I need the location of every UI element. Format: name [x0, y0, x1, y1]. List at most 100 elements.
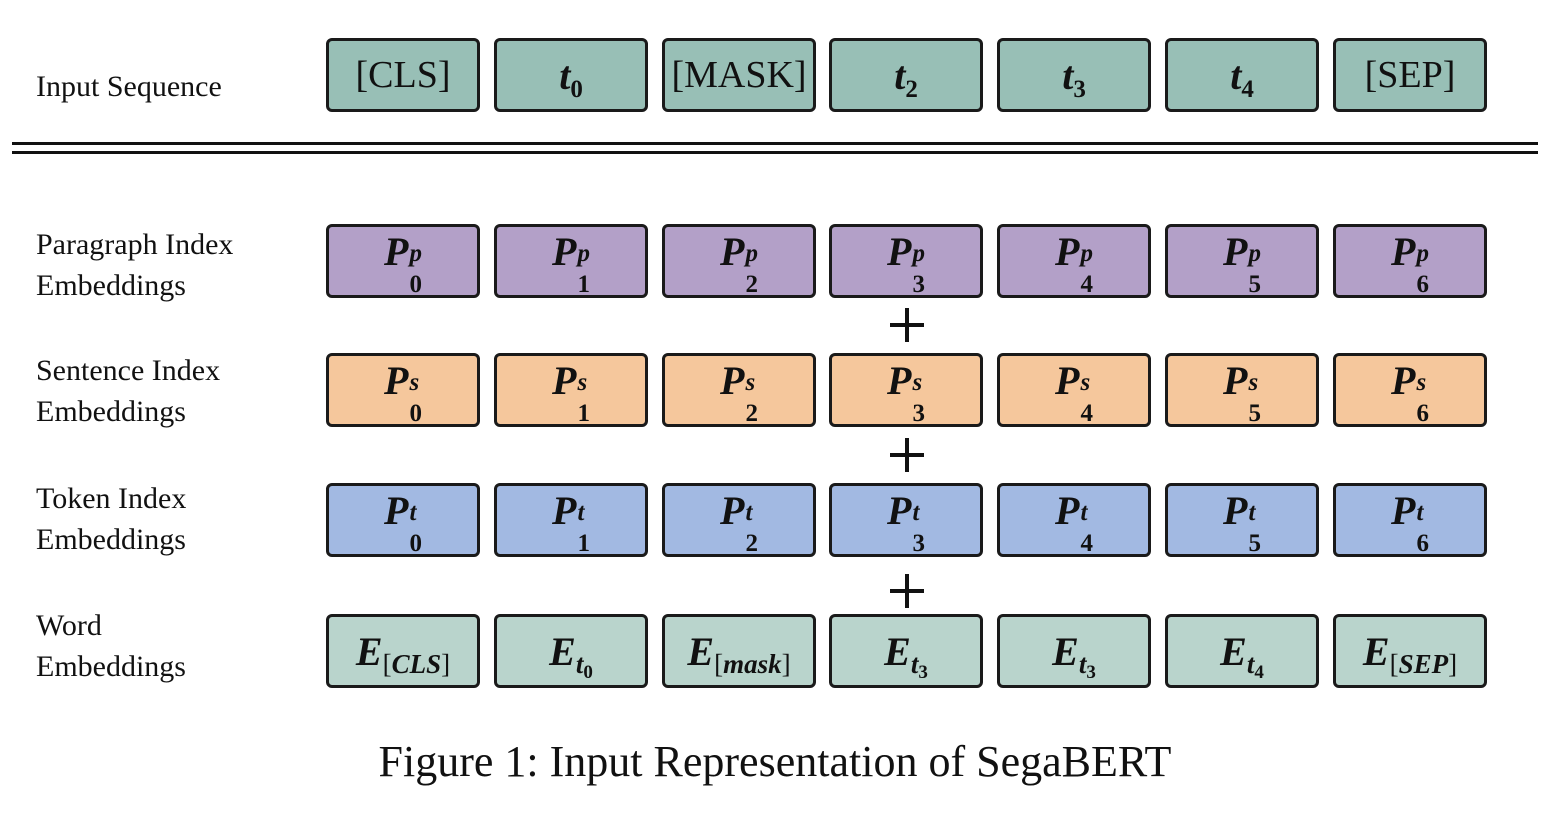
- paragraph-label-line2: Embeddings: [36, 269, 186, 302]
- input-sequence-label: Input Sequence: [36, 66, 222, 107]
- symbol-subscript: 2: [745, 399, 758, 427]
- embedding-subscript: t3: [911, 649, 928, 683]
- embedding-base: E: [687, 628, 715, 674]
- token-base: t: [1062, 52, 1074, 98]
- word-label-line2: Embeddings: [36, 650, 186, 683]
- separator-bottom-line: [12, 151, 1538, 154]
- token-label-line1: Token Index: [36, 482, 187, 515]
- subscript-index: 4: [1254, 661, 1264, 683]
- symbol-subscript: 6: [1416, 399, 1429, 427]
- symbol-superscript: t: [1248, 498, 1256, 526]
- subscript-index: 3: [1086, 661, 1096, 683]
- symbol-base: P: [1055, 357, 1080, 403]
- embedding-base: E: [1362, 628, 1390, 674]
- paragraph-label-line1: Paragraph Index: [36, 228, 234, 261]
- subscript-text: SEP: [1398, 648, 1449, 679]
- token-base: t: [1230, 52, 1242, 98]
- subscript-close-bracket: ]: [1448, 648, 1458, 679]
- sentence-label-line1: Sentence Index: [36, 354, 221, 387]
- subscript-open-bracket: [: [382, 648, 392, 679]
- symbol-superscript: t: [912, 498, 920, 526]
- symbol-base: P: [1223, 357, 1248, 403]
- input-token-text: [CLS]: [355, 54, 451, 96]
- symbol-superscript: s: [1416, 368, 1427, 396]
- symbol-superscript: t: [409, 498, 417, 526]
- symbol-base: P: [384, 357, 409, 403]
- symbol-subscript: 1: [577, 270, 590, 298]
- symbol-subscript: 6: [1416, 529, 1429, 557]
- subscript-open-bracket: [: [714, 648, 724, 679]
- word-embeddings-label: Word Embeddings: [36, 605, 186, 687]
- symbol-base: P: [552, 487, 577, 533]
- word-embedding-cell: E[mask]: [662, 614, 816, 688]
- symbol-base: P: [552, 357, 577, 403]
- symbol-base: P: [720, 228, 745, 274]
- token-base: t: [894, 52, 906, 98]
- embedding-base: E: [355, 628, 383, 674]
- word-embedding-symbol: E[mask]: [687, 628, 790, 679]
- word-embedding-cell: E[SEP]: [1333, 614, 1487, 688]
- symbol-subscript: 4: [1080, 399, 1093, 427]
- token-base: t: [559, 52, 571, 98]
- symbol-base: P: [1055, 228, 1080, 274]
- input-token-text: [SEP]: [1364, 54, 1456, 96]
- symbol-base: P: [887, 357, 912, 403]
- symbol-subscript: 1: [577, 399, 590, 427]
- subscript-index: 3: [918, 661, 928, 683]
- symbol-superscript: t: [577, 498, 585, 526]
- symbol-subscript: 3: [912, 529, 925, 557]
- symbol-subscript: 4: [1080, 529, 1093, 557]
- symbol-base: P: [1391, 357, 1416, 403]
- symbol-base: P: [1055, 487, 1080, 533]
- paragraph-index-label: Paragraph Index Embeddings: [36, 224, 233, 306]
